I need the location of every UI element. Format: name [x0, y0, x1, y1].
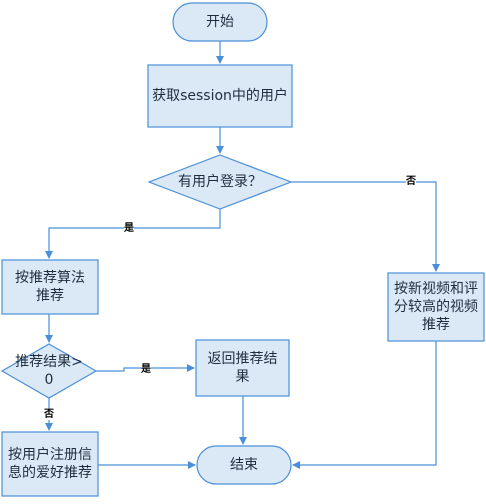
get-user-process	[147, 64, 293, 128]
login-no-label: 否	[406, 176, 416, 187]
return-result-label: 返回推荐结果	[207, 351, 278, 385]
edge-check-yes	[96, 364, 195, 372]
result-no-label: 否	[44, 409, 54, 420]
return-result-process	[195, 339, 290, 397]
algo-recommend-process	[1, 259, 99, 315]
get-user-label: 获取session中的用户	[152, 88, 288, 104]
new-rated-process	[387, 272, 485, 342]
result-check-label: 推荐结果>0	[15, 354, 83, 388]
logged-in-label: 有用户登录？	[178, 174, 262, 190]
end-terminal	[196, 445, 292, 485]
algo-recommend-label: 按推荐算法推荐	[15, 270, 85, 304]
start-label: 开始	[206, 14, 234, 30]
edge-login-no	[291, 181, 440, 272]
new-rated-label: 按新视频和评分较高的视频推荐	[394, 281, 478, 333]
interest-recommend-label: 按用户注册信息的爱好推荐	[8, 447, 92, 481]
end-label: 结束	[230, 457, 258, 473]
result-yes-label: 是	[141, 364, 151, 375]
interest-recommend-process	[1, 431, 99, 497]
edge-login-yes	[45, 209, 221, 259]
edge-new-rated-to-end	[292, 341, 437, 469]
login-yes-label: 是	[124, 223, 134, 234]
